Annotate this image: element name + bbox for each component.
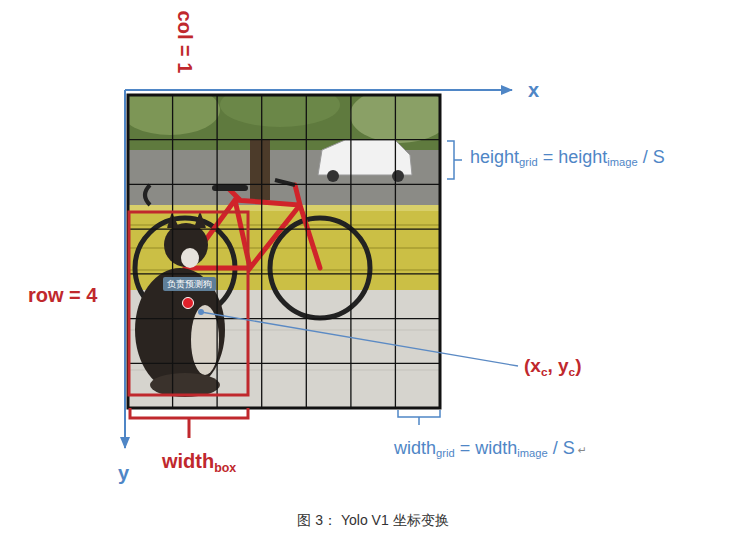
subscript: image [517,447,547,459]
width-grid-formula: widthgrid = widthimage / S↵ [394,438,587,461]
width-box-bracket [130,408,248,438]
label-text: width [394,438,436,458]
node-text: 负责预测狗 [167,279,212,289]
grid-lines [128,95,440,408]
center-anchor [198,309,204,315]
height-bracket [447,141,462,179]
y-axis [124,90,126,448]
label-text: ) [575,355,581,376]
height-grid-formula: heightgrid = heightimage / S [470,147,665,170]
row-label: row = 4 [28,283,97,307]
label-text: , y [547,355,568,376]
label-text: (x [524,355,541,376]
photo [128,95,440,408]
center-dot [183,298,194,309]
label-text: ↵ [578,444,587,456]
leader-line [201,312,518,366]
subscript: image [607,156,637,168]
image-border [128,95,440,408]
subscript: grid [436,447,455,459]
label-text: = height [543,147,608,167]
label-text: / S [553,438,575,458]
y-axis-label: y [118,461,129,485]
x-axis-label: x [528,78,539,102]
label-text: height [470,147,519,167]
cell-tag: 负责预测狗 [163,277,216,291]
subscript: c [569,365,576,378]
label-text: width [162,450,214,472]
label-text: col = 1 [174,11,196,74]
width-box-label: widthbox [162,449,236,476]
label-text: y [118,462,129,484]
label-text: / S [643,147,665,167]
subscript: grid [519,156,538,168]
label-text: row = 4 [28,284,97,306]
subscript: c [541,365,548,378]
col-label: col = 1 [173,11,197,74]
figure-caption: 图 3： Yolo V1 坐标变换 [0,512,746,530]
label-text: x [528,79,539,101]
width-grid-bracket [398,410,440,425]
subscript: box [214,461,236,475]
label-text: = width [460,438,518,458]
center-coord: (xc, yc) [524,355,581,379]
bounding-box [129,212,248,395]
x-axis [125,89,512,91]
